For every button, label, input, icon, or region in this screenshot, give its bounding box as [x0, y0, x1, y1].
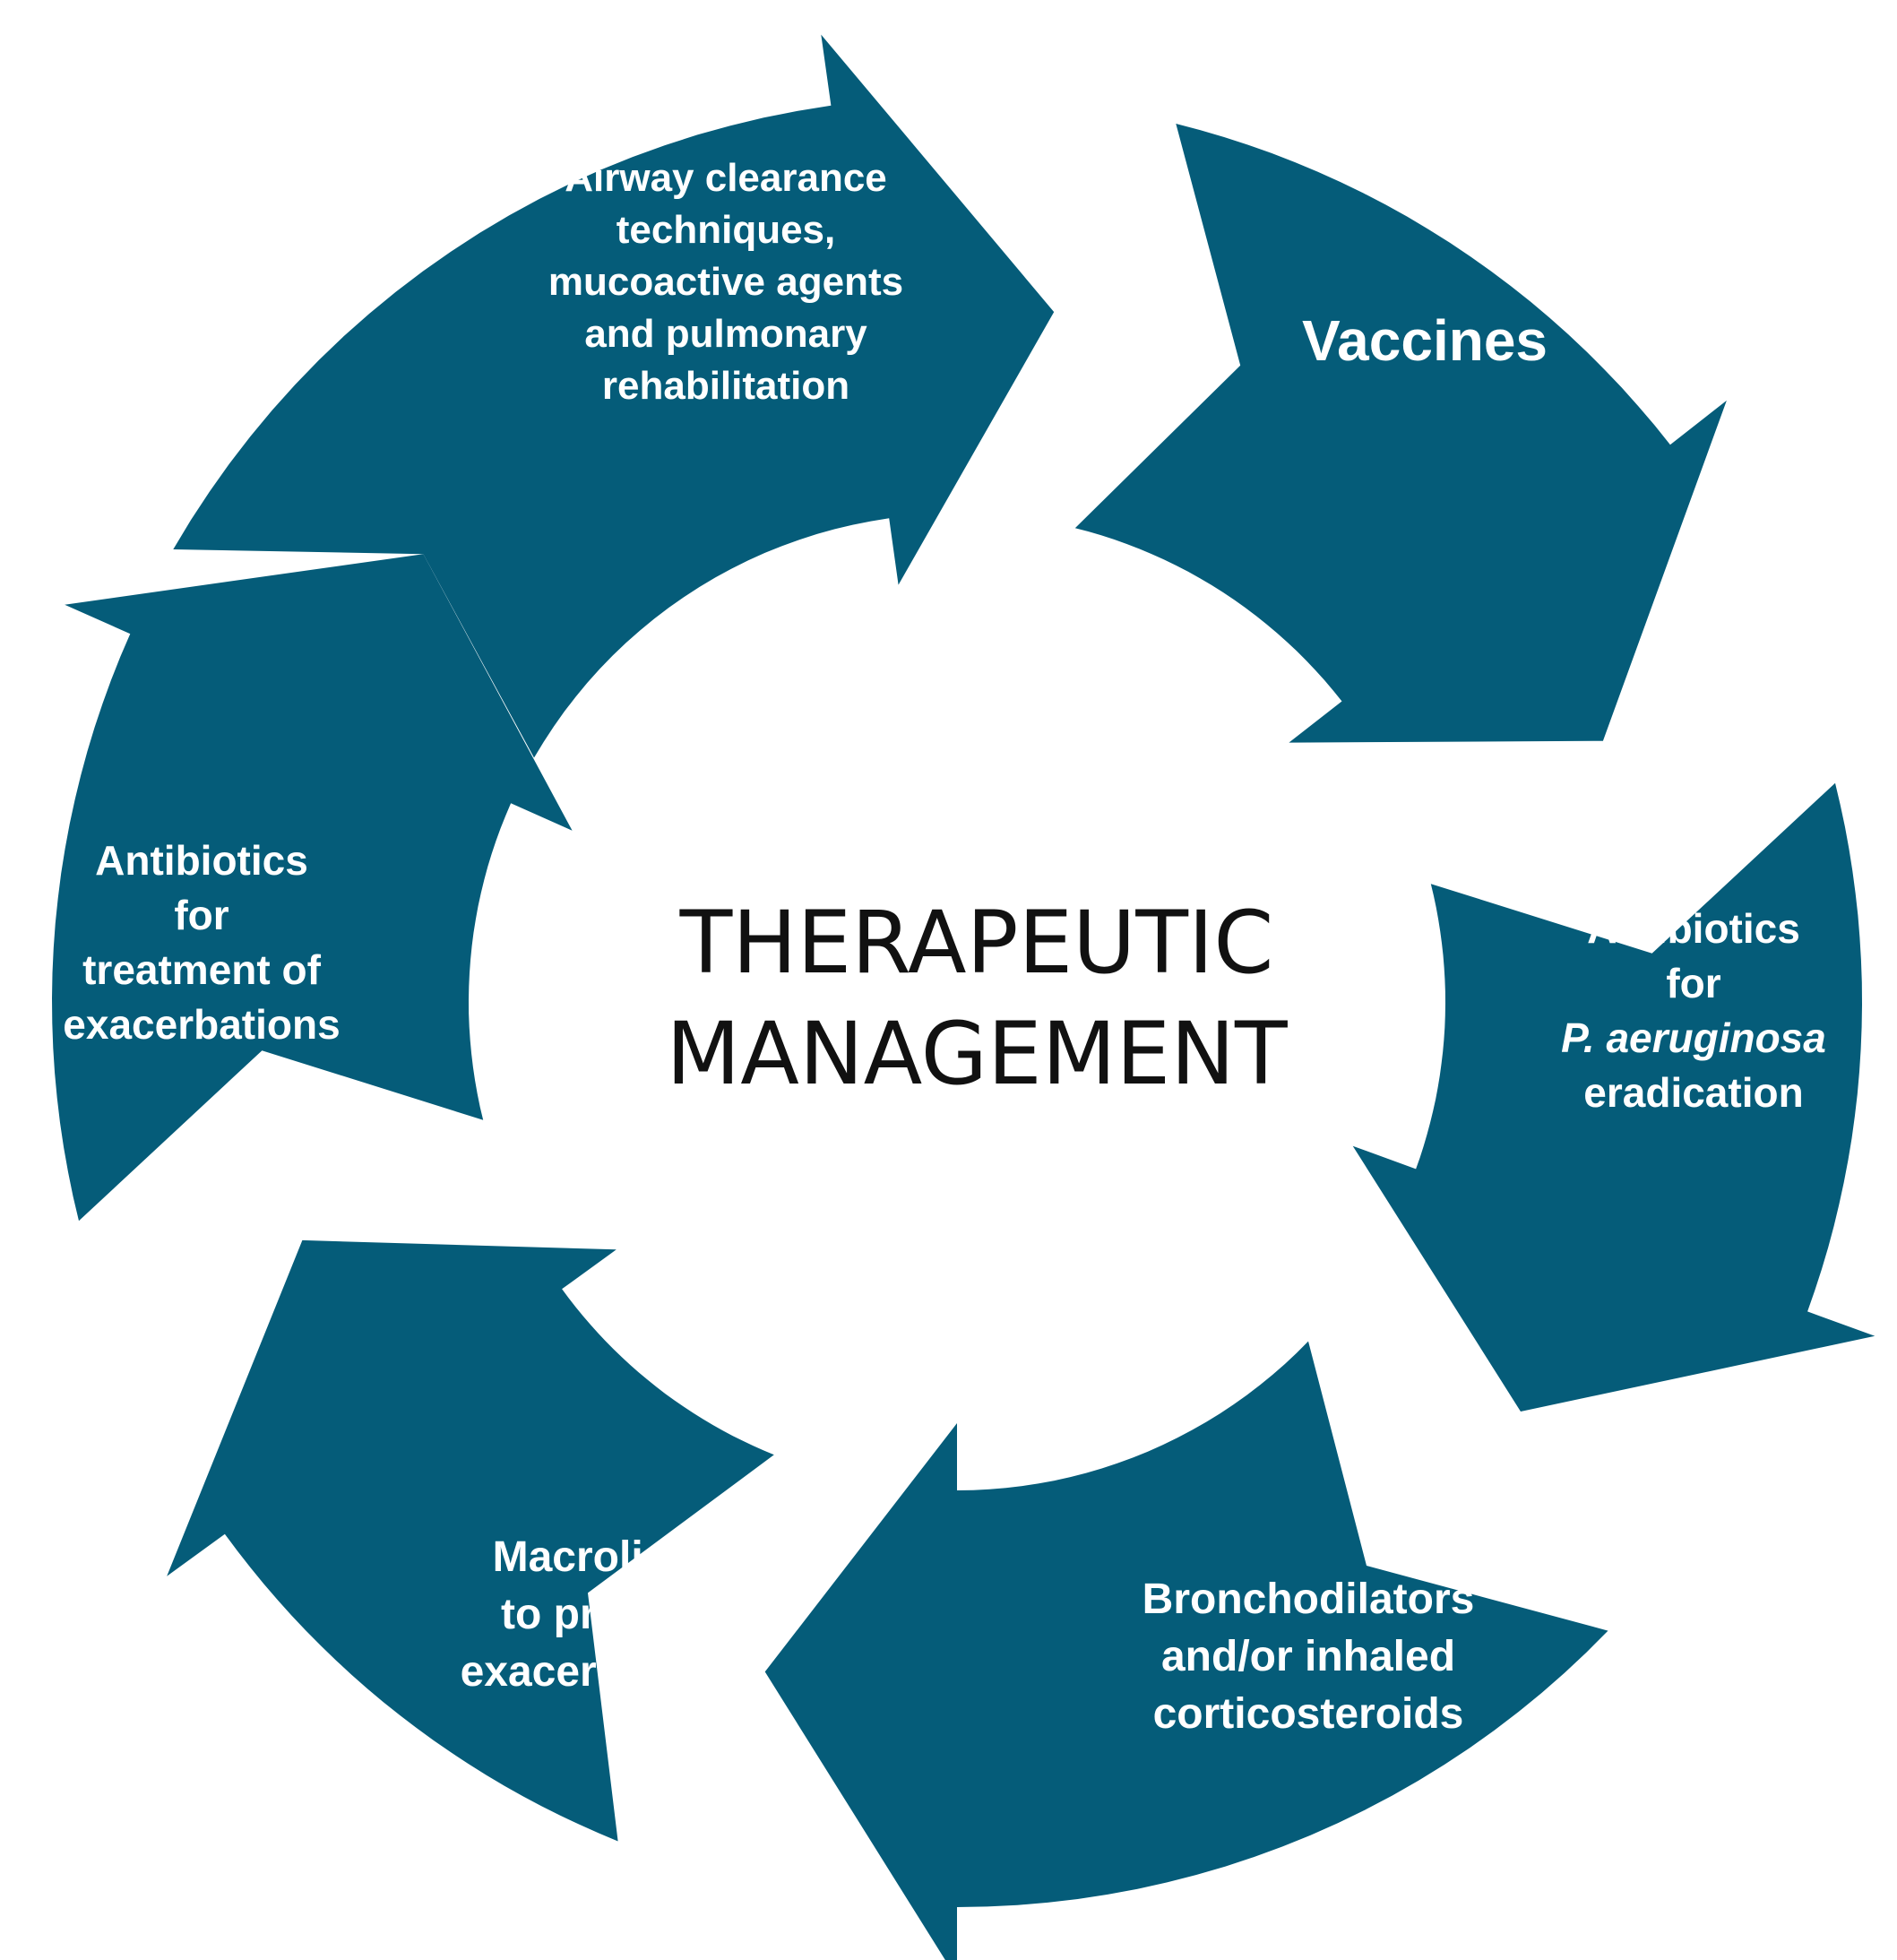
center-title: THERAPEUTIC MANAGEMENT	[502, 887, 1452, 1110]
label-line: mucoactive agents	[548, 260, 904, 304]
label-line: exacerbations	[460, 1648, 750, 1696]
center-title-line: MANAGEMENT	[666, 1004, 1288, 1104]
label-line: rehabilitation	[601, 364, 850, 408]
arrow-vaccines	[1074, 124, 1727, 743]
label-line: and/or inhaled	[1160, 1633, 1456, 1680]
step-vaccines-label: Vaccines	[1237, 305, 1613, 376]
label-line: Bronchodilators	[1142, 1576, 1475, 1623]
arrow-airway-clearance	[173, 34, 1055, 758]
step-macrolides-label: Macrolides to prevent exacerbations	[394, 1529, 815, 1701]
label-line: Macrolides	[492, 1533, 718, 1581]
step-exacerbation-antibiotics-label: Antibiotics for treatment of exacerbatio…	[27, 833, 376, 1052]
label-line: corticosteroids	[1152, 1690, 1464, 1738]
arrow-pa-eradication	[1352, 782, 1875, 1412]
label-line: exacerbations	[63, 1001, 341, 1048]
label-line: for	[1666, 960, 1721, 1006]
label-line: eradication	[1583, 1069, 1804, 1116]
label-line: techniques,	[616, 208, 836, 252]
arrow-exacerbations	[52, 554, 573, 1222]
label-line: and pulmonary	[584, 312, 867, 356]
center-title-line: THERAPEUTIC	[679, 893, 1274, 993]
label-line-species: P. aeruginosa	[1561, 1015, 1826, 1061]
label-line: Airway clearance	[565, 156, 887, 200]
label-line: Vaccines	[1302, 308, 1548, 373]
label-line: Antibiotics	[1587, 905, 1800, 952]
label-line: Antibiotics	[95, 837, 308, 884]
arrow-bronchodilators	[764, 1341, 1608, 1960]
label-line: treatment of	[82, 946, 321, 993]
arrow-macrolides	[167, 1239, 774, 1842]
step-airway-clearance-label: Airway clearance techniques, mucoactive …	[466, 152, 986, 412]
step-bronchodilators-label: Bronchodilators and/or inhaled corticost…	[1075, 1571, 1541, 1743]
label-line: to prevent	[500, 1591, 710, 1638]
step-pa-eradication-label: Antibiotics for P. aeruginosa eradicatio…	[1523, 902, 1864, 1120]
label-line: for	[174, 892, 229, 938]
